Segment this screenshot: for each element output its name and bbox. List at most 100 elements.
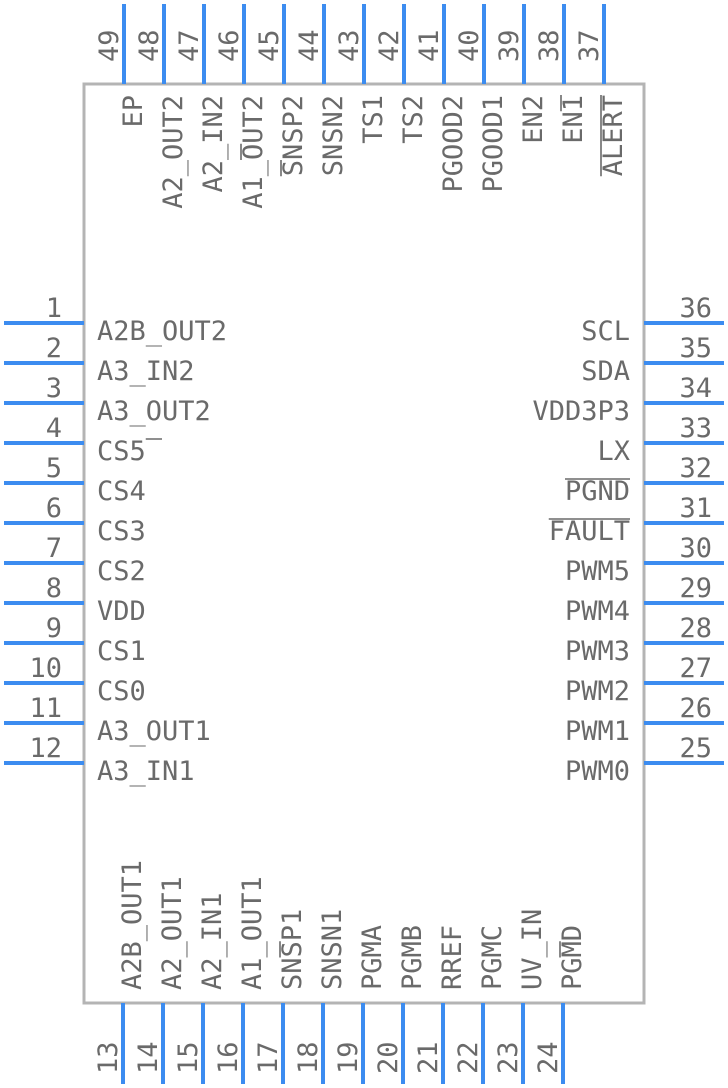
pin-number: 37 <box>574 29 605 62</box>
pin-number: 36 <box>679 293 712 324</box>
pin-number: 34 <box>679 373 712 404</box>
pin-label-pgmb: PGMB <box>397 925 428 990</box>
pin-label-vdd3p3: VDD3P3 <box>532 396 630 427</box>
pin-label-ts2: TS2 <box>398 95 429 144</box>
pin-label-rref: RREF <box>437 925 468 990</box>
pin-label-a3-out2: A3_OUT2 <box>97 396 211 427</box>
pin-number: 10 <box>29 653 62 684</box>
pin-label-en1: EN1 <box>558 95 589 144</box>
pin-number: 40 <box>454 29 485 62</box>
pin-label-snsn2: SNSN2 <box>318 95 349 176</box>
pin-number: 15 <box>173 1041 204 1074</box>
pin-label-sda: SDA <box>581 356 630 387</box>
pin-number: 28 <box>679 613 712 644</box>
pin-number: 42 <box>374 29 405 62</box>
pin-number: 7 <box>46 533 62 564</box>
pin-number: 19 <box>333 1041 364 1074</box>
pin-number: 44 <box>294 29 325 62</box>
pin-label-a2-in1: A2_IN1 <box>197 892 228 990</box>
pin-number: 31 <box>679 493 712 524</box>
pin-label-a2-out2: A2_OUT2 <box>158 95 189 209</box>
pin-number: 46 <box>214 29 245 62</box>
pin-number: 20 <box>373 1041 404 1074</box>
pin-label-snsn1: SNSN1 <box>317 909 348 990</box>
pin-number: 21 <box>413 1041 444 1074</box>
pin-label-lx: LX <box>597 436 630 467</box>
pin-label-pwm0: PWM0 <box>565 756 630 787</box>
pin-label-cs0: CS0 <box>97 676 146 707</box>
pin-label-snsp2: SNSP2 <box>278 95 309 176</box>
ic-body <box>82 82 646 1005</box>
pin-number: 49 <box>94 29 125 62</box>
pin-number: 48 <box>134 29 165 62</box>
pin-label-pgmc: PGMC <box>477 925 508 990</box>
pin-label-cs2: CS2 <box>97 556 146 587</box>
pin-label-uv-in: UV_IN <box>517 909 548 990</box>
pin-label-a3-in2: A3_IN2 <box>97 356 195 387</box>
pin-label-cs3: CS3 <box>97 516 146 547</box>
pin-label-snsp1: SNSP1 <box>277 909 308 990</box>
pin-label-vdd: VDD <box>97 596 146 627</box>
pin-label-pgood1: PGOOD1 <box>478 95 509 193</box>
pin-label-ep: EP <box>118 95 149 128</box>
pin-label-en2: EN2 <box>518 95 549 144</box>
pin-label-a3-in1: A3_IN1 <box>97 756 195 787</box>
pin-label-a2-in2: A2_IN2 <box>198 95 229 193</box>
pin-label-a1-out1: A1_OUT1 <box>237 876 268 990</box>
pin-label-fault: FAULT <box>549 516 630 547</box>
pin-label-cs5: CS5 <box>97 436 146 467</box>
pin-label-a1-out2: A1_OUT2 <box>238 95 269 209</box>
pin-number: 45 <box>254 29 285 62</box>
pin-label-pwm3: PWM3 <box>565 636 630 667</box>
pin-number: 27 <box>679 653 712 684</box>
pin-number: 5 <box>46 453 62 484</box>
pin-label-pgmd: PGMD <box>557 925 588 990</box>
pin-number: 2 <box>46 333 62 364</box>
pin-label-alert: ALERT <box>598 95 629 176</box>
pin-number: 26 <box>679 693 712 724</box>
pin-label-pgood2: PGOOD2 <box>438 95 469 193</box>
pin-number: 11 <box>29 693 62 724</box>
pin-label-a2b-out2: A2B_OUT2 <box>97 316 227 347</box>
pin-label-pwm4: PWM4 <box>565 596 630 627</box>
pin-number: 41 <box>414 29 445 62</box>
pin-group <box>4 4 724 1084</box>
pin-number: 23 <box>493 1041 524 1074</box>
pin-number: 22 <box>453 1041 484 1074</box>
pin-label-cs1: CS1 <box>97 636 146 667</box>
pin-number: 4 <box>46 413 62 444</box>
pin-number: 32 <box>679 453 712 484</box>
pin-number: 13 <box>93 1041 124 1074</box>
pin-label-pgma: PGMA <box>357 925 388 990</box>
pin-label-a2b-out1: A2B_OUT1 <box>117 860 148 990</box>
pin-number: 38 <box>534 29 565 62</box>
pin-number: 8 <box>46 573 62 604</box>
pin-label-pgnd: PGND <box>565 476 630 507</box>
pin-number: 47 <box>174 29 205 62</box>
pin-label-scl: SCL <box>581 316 630 347</box>
pin-number: 39 <box>494 29 525 62</box>
pin-number: 24 <box>533 1041 564 1074</box>
pin-number: 9 <box>46 613 62 644</box>
pin-number: 35 <box>679 333 712 364</box>
pin-number: 6 <box>46 493 62 524</box>
pin-number: 3 <box>46 373 62 404</box>
pin-number: 1 <box>46 293 62 324</box>
pin-number: 12 <box>29 733 62 764</box>
pin-label-pwm2: PWM2 <box>565 676 630 707</box>
pin-number: 30 <box>679 533 712 564</box>
pin-number: 25 <box>679 733 712 764</box>
pin-label-ts1: TS1 <box>358 95 389 144</box>
pin-number: 43 <box>334 29 365 62</box>
pin-label-a2-out1: A2_OUT1 <box>157 876 188 990</box>
pin-number: 14 <box>133 1041 164 1074</box>
pin-label-pwm1: PWM1 <box>565 716 630 747</box>
pin-number: 17 <box>253 1041 284 1074</box>
pin-number: 33 <box>679 413 712 444</box>
pin-label-cs4: CS4 <box>97 476 146 507</box>
pin-label-a3-out1: A3_OUT1 <box>97 716 211 747</box>
pin-label-pwm5: PWM5 <box>565 556 630 587</box>
